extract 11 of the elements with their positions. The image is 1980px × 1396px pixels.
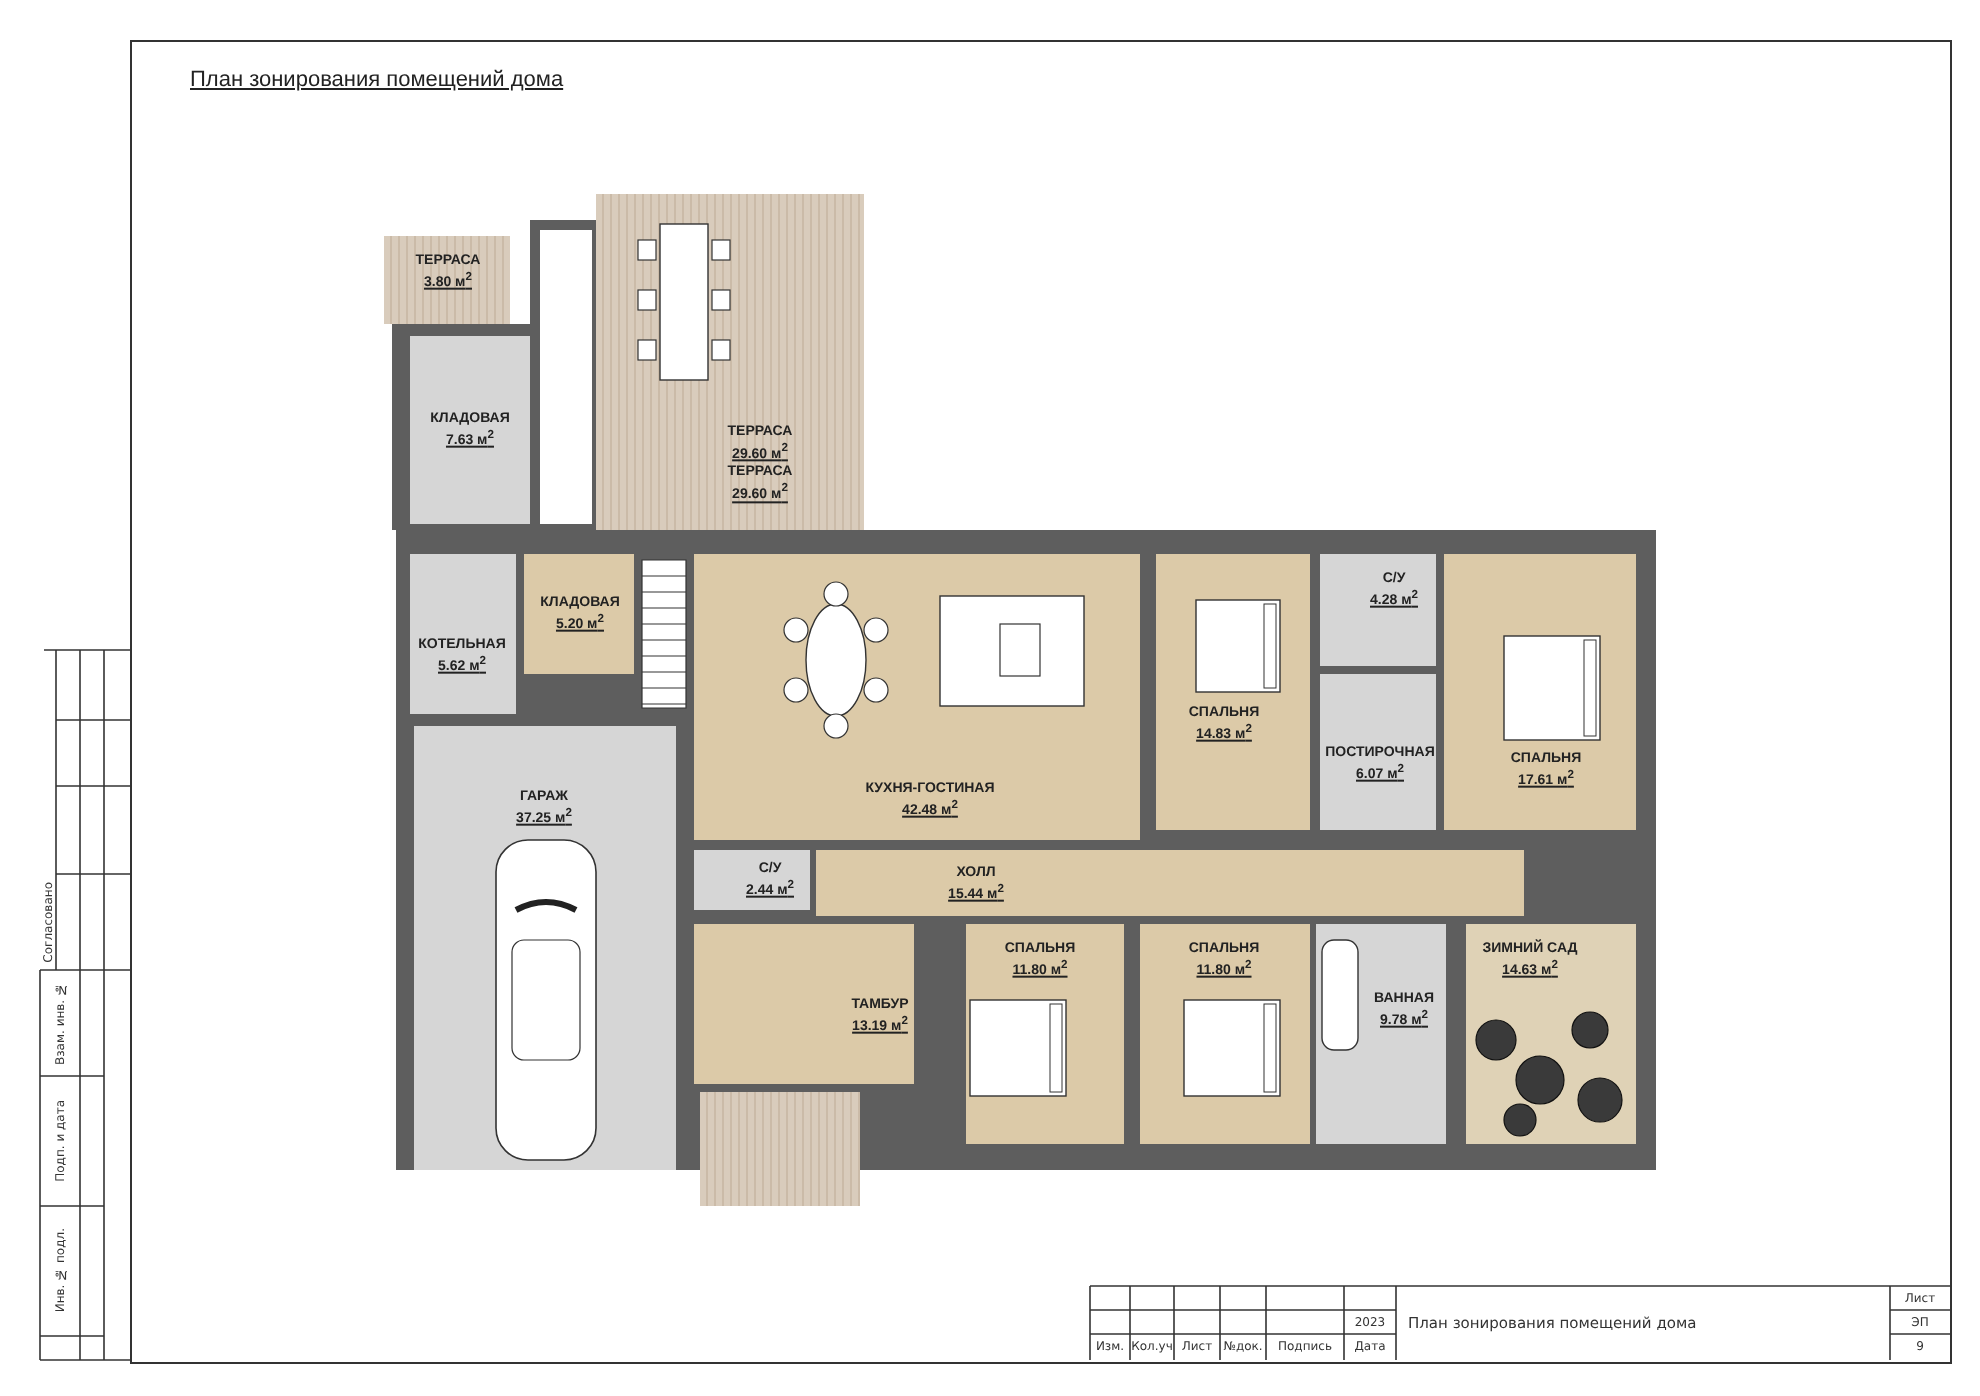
room-floor: [410, 336, 530, 524]
room-floor: [816, 850, 1524, 916]
room-floor: [1320, 554, 1436, 666]
room-floor: [694, 850, 810, 910]
room-floor: [694, 924, 914, 1084]
room-floor: [1320, 674, 1436, 830]
room-floor: [410, 554, 516, 714]
terrace-deck: [384, 236, 510, 324]
drawing-title: План зонирования помещений дома: [190, 68, 564, 92]
room-floor: [524, 554, 634, 674]
porch-deck: [700, 1092, 860, 1206]
